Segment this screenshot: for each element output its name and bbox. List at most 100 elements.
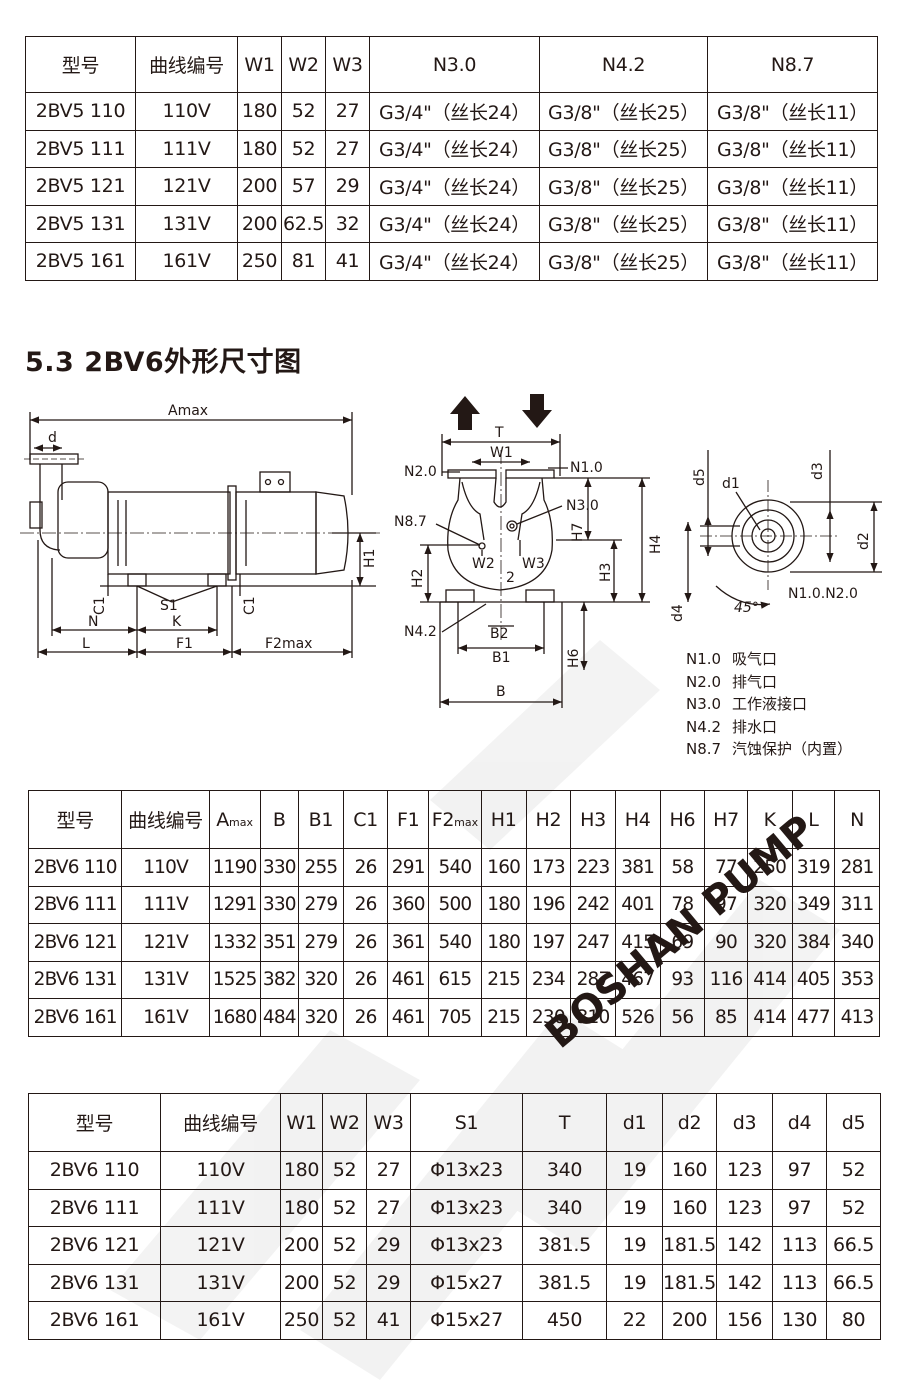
table-cell: 320 [746, 923, 793, 962]
table-cell: 320 [298, 960, 344, 999]
column-header-label: 曲线编号 [183, 1113, 258, 1135]
legend-code: N8.7 [686, 740, 722, 758]
table-cell: 113 [772, 1263, 827, 1302]
column-header-label: d3 [732, 1111, 757, 1134]
label-45deg: 45° [734, 600, 759, 616]
column-header-label: B [272, 808, 286, 831]
column-header-label: W3 [332, 53, 363, 76]
column-header-label: C1 [353, 808, 378, 831]
table-cell: 52 [281, 129, 326, 168]
column-header: W1 [280, 1093, 323, 1152]
table-cell: 401 [614, 885, 661, 924]
column-header-label: L [808, 808, 819, 831]
table-cell: 27 [366, 1151, 411, 1190]
table-cell: 2BV6 110 [28, 1151, 161, 1190]
table-cell: 234 [525, 960, 572, 999]
column-header: H4 [614, 790, 661, 849]
label-n42: N4.2 [404, 624, 437, 640]
column-header-label: W1 [286, 1111, 317, 1134]
legend-code: N3.0 [686, 695, 722, 713]
table-cell: 200 [280, 1263, 323, 1302]
label-w3: W3 [522, 556, 545, 572]
table-cell: 22 [606, 1301, 663, 1340]
table-cell: 2BV6 121 [27, 923, 123, 962]
table-cell: 56 [659, 998, 706, 1037]
column-header: 曲线编号 [160, 1093, 281, 1152]
table-cell: G3/4"（丝长24） [369, 204, 540, 243]
table-cell: 281 [834, 848, 880, 887]
table-cell: 467 [614, 960, 661, 999]
table-cell: 2BV5 161 [25, 242, 136, 281]
table-cell: 500 [428, 885, 482, 924]
table-cell: 2BV5 121 [25, 167, 136, 206]
table-cell: 351 [259, 923, 300, 962]
label-2: 2 [506, 570, 515, 586]
table-cell: G3/8"（丝长11） [707, 242, 878, 281]
table-cell: 27 [325, 92, 370, 131]
table-cell: 200 [237, 167, 282, 206]
table-cell: 97 [772, 1188, 827, 1227]
table-cell: G3/8"（丝长25） [539, 204, 708, 243]
label-f2max: F2max [265, 636, 312, 652]
table-cell: 319 [791, 848, 836, 887]
table-cell: G3/4"（丝长24） [369, 167, 540, 206]
label-b2: B2 [490, 626, 509, 642]
dimension-drawings: Amax d H1 C1 [20, 394, 882, 708]
table-cell: 200 [280, 1226, 323, 1265]
table-cell: 414 [746, 960, 793, 999]
label-b: B [496, 684, 506, 700]
table-cell: 381.5 [522, 1263, 607, 1302]
table-cell: 180 [280, 1188, 323, 1227]
column-header-label: d4 [787, 1111, 812, 1134]
front-view-drawing: T W1 N2.0 N1.0 N3.0 N8.7 W2 W3 [394, 394, 664, 708]
column-header: W2 [322, 1093, 367, 1152]
table-cell: 247 [570, 923, 616, 962]
label-amax: Amax [168, 403, 208, 419]
table-cell: 255 [298, 848, 344, 887]
table-cell: 223 [570, 848, 616, 887]
inlet-arrow-icon [522, 394, 552, 428]
column-header-label: 曲线编号 [128, 810, 203, 832]
column-header: H6 [659, 790, 706, 849]
label-c1-right: C1 [242, 596, 258, 615]
legend-code: N2.0 [686, 672, 722, 691]
table-cell: 197 [525, 923, 572, 962]
table-cell: 181.5 [662, 1226, 717, 1265]
table-cell: 2BV5 110 [25, 92, 136, 131]
table-cell: Φ15x27 [410, 1263, 523, 1302]
column-header-label: H7 [713, 808, 739, 831]
column-header-label: W3 [373, 1111, 404, 1134]
column-header-label: S1 [454, 1111, 479, 1134]
table-cell: 52 [322, 1151, 367, 1190]
table-cell: 330 [259, 848, 300, 887]
table-cell: 27 [325, 129, 370, 168]
column-header: F1 [387, 790, 430, 849]
table-cell: 361 [387, 923, 430, 962]
table-cell: 81 [281, 242, 326, 281]
label-d5: d5 [692, 468, 708, 486]
table-cell: 384 [791, 923, 836, 962]
label-h1: H1 [362, 549, 378, 568]
table-cell: 26 [342, 885, 389, 924]
table-cell: 215 [480, 998, 527, 1037]
table-cell: 279 [298, 885, 344, 924]
column-header-label: H3 [580, 808, 606, 831]
table-cell: G3/4"（丝长24） [369, 129, 540, 168]
table-cell: 142 [716, 1263, 773, 1302]
label-n30: N3.0 [566, 498, 599, 514]
table-cell: 2BV6 111 [28, 1188, 161, 1227]
column-header-label: H1 [490, 808, 517, 831]
legend-code: N1.0 [686, 650, 722, 668]
column-header: 型号 [25, 36, 136, 93]
table-cell: Φ15x27 [410, 1301, 523, 1340]
table-cell: 2BV6 110 [27, 848, 123, 887]
table-cell: 279 [298, 923, 344, 962]
table-cell: 382 [259, 960, 300, 999]
table-cell: 250 [280, 1301, 323, 1340]
